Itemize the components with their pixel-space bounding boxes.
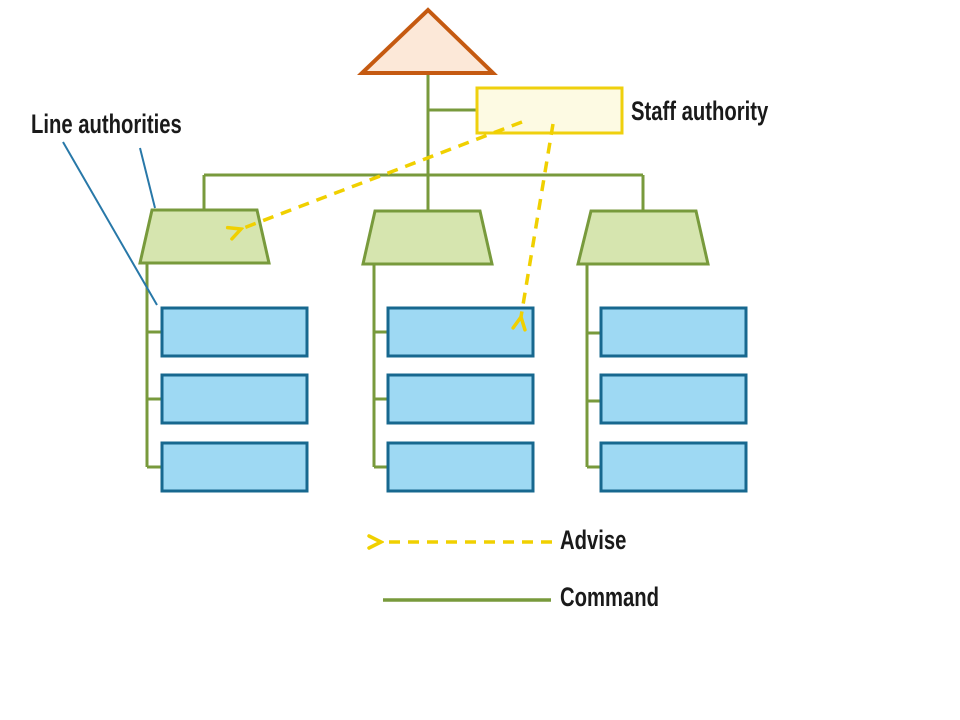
subordinate-box-2-3 — [386, 441, 535, 493]
line-authority-trapezoid-3 — [576, 209, 710, 266]
subordinate-box-3-2 — [599, 373, 748, 425]
top-authority-triangle — [357, 7, 498, 75]
connector-column-1 — [145, 263, 163, 469]
subordinate-box-2-2 — [386, 373, 535, 425]
subordinate-box-2-1 — [386, 306, 535, 358]
command-connectors — [145, 73, 645, 469]
connector-column-3 — [585, 264, 601, 469]
leader-line-to-column-1 — [62, 141, 158, 306]
legend — [381, 542, 552, 602]
line-authority-trapezoid-1 — [138, 208, 271, 265]
label-leader-lines — [62, 141, 158, 306]
staff-authority-box — [475, 86, 624, 135]
subordinate-box-3-3 — [599, 441, 748, 493]
line-authority-trapezoid-2 — [361, 209, 494, 266]
subordinate-boxes — [160, 306, 748, 493]
staff-authority-label: Staff authority — [631, 96, 769, 126]
connector-column-2 — [372, 264, 389, 469]
advise-arrow-to-trapezoid-1 — [241, 120, 523, 229]
subordinate-box-3-1 — [599, 306, 748, 358]
leader-line-to-trapezoid-1 — [139, 147, 156, 209]
subordinate-box-1-3 — [160, 441, 309, 493]
advise-arrow-to-subordinate-2-1 — [521, 123, 555, 317]
line-authorities-label: Line authorities — [31, 109, 182, 139]
subordinate-box-1-2 — [160, 373, 309, 425]
legend-command-label: Command — [560, 582, 660, 612]
legend-advise-label: Advise — [560, 525, 627, 555]
line-authority-trapezoids — [138, 208, 710, 266]
advise-arrows — [241, 120, 555, 317]
subordinate-box-1-1 — [160, 306, 309, 358]
